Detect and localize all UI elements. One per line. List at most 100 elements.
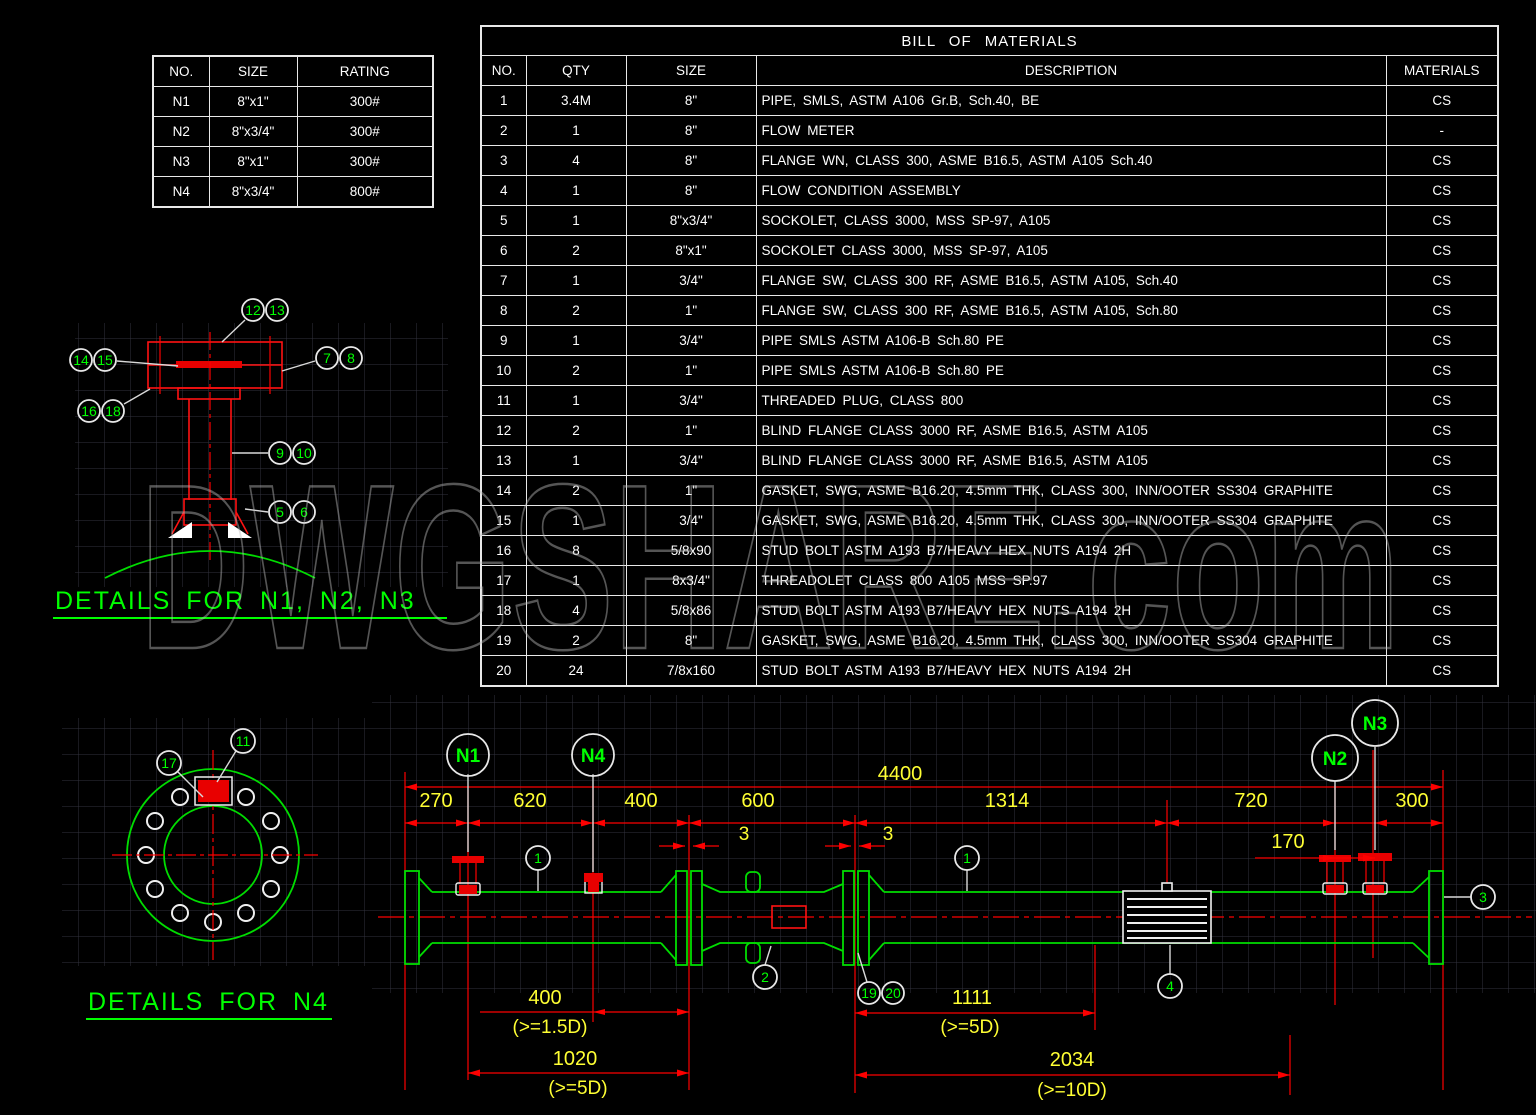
dim-gap2: 3 — [883, 824, 894, 845]
dim-overall: 4400 — [878, 763, 923, 785]
leader — [216, 750, 237, 783]
right-wn-flange — [1428, 870, 1444, 965]
callout-bubble — [101, 399, 125, 423]
callout-bubble — [292, 441, 316, 465]
item-size: 3/4" — [625, 445, 757, 476]
item-bubble-19 — [857, 981, 881, 1005]
item-qty: 1 — [525, 385, 627, 416]
callout-bubble — [292, 500, 316, 524]
callout-bubble — [268, 500, 292, 524]
callout-label: 6 — [300, 504, 308, 520]
nozzle-tag-n1 — [446, 733, 490, 777]
callout-bubble — [339, 346, 363, 370]
callout-label: 10 — [296, 445, 312, 461]
nozzle-no: N3 — [152, 146, 210, 177]
col-materials: MATERIALS — [1385, 55, 1499, 86]
nozzle-tag-n4 — [571, 733, 615, 777]
item-no: 4 — [480, 175, 527, 206]
nozzle-rating: 800# — [296, 176, 434, 208]
leader — [221, 319, 246, 343]
item-label: 4 — [1166, 978, 1174, 994]
item-material: CS — [1385, 655, 1499, 687]
nozzle-rating: 300# — [296, 86, 434, 117]
callout-label: 7 — [323, 350, 331, 366]
nozzle-rating: 300# — [296, 146, 434, 177]
nozzle-n1-valve — [452, 856, 484, 896]
item-bubble-1b — [954, 845, 980, 871]
item-material: CS — [1385, 445, 1499, 476]
callout-label: 18 — [105, 403, 121, 419]
callout-bubble — [156, 750, 182, 776]
item-size: 8" — [625, 625, 757, 656]
item-size: 1" — [625, 415, 757, 446]
callout-label: 9 — [276, 445, 284, 461]
callout-label: 13 — [269, 302, 285, 318]
weld-symbol — [168, 522, 192, 538]
callout-bubble — [241, 298, 265, 322]
callout-bubble — [315, 346, 339, 370]
item-bubble-2 — [752, 964, 778, 990]
item-no: 2 — [480, 115, 527, 146]
gasket-band — [176, 361, 242, 368]
dim-2034: 2034 — [1050, 1049, 1095, 1071]
item-description: STUD BOLT ASTM A193 B7/HEAVY HEX NUTS A1… — [755, 655, 1387, 687]
item-label: 3 — [1479, 889, 1487, 905]
callout-label: 17 — [161, 755, 177, 771]
item-description: THREADED PLUG, CLASS 800 — [755, 385, 1387, 416]
item-qty: 2 — [525, 355, 627, 386]
col-no: NO. — [480, 55, 527, 86]
sockolet-flare — [235, 511, 249, 535]
grid-n4 — [62, 718, 392, 966]
item-no: 20 — [480, 655, 527, 687]
col-qty: QTY — [525, 55, 627, 86]
meter-tap — [745, 942, 761, 964]
callout-label: 14 — [73, 352, 89, 368]
callout-label: 5 — [276, 504, 284, 520]
dim-720: 720 — [1234, 790, 1267, 812]
dim-600: 600 — [741, 790, 774, 812]
dim-270: 270 — [419, 790, 452, 812]
item-size: 5/8x90 — [625, 535, 757, 566]
callout-bubble — [69, 348, 93, 372]
nozzle-size: 8"x3/4" — [208, 176, 298, 208]
item-qty: 4 — [525, 145, 627, 176]
item-label: 20 — [885, 985, 901, 1001]
callout-bubble — [265, 298, 289, 322]
item-size: 3/4" — [625, 385, 757, 416]
nozzle-tag-n3 — [1351, 699, 1399, 747]
item-label: 1 — [534, 850, 542, 866]
item-size: 3/4" — [625, 265, 757, 296]
grid-n123 — [75, 323, 448, 587]
item-bubble-4 — [1157, 973, 1183, 999]
item-size: 7/8x160 — [625, 655, 757, 687]
callout-bubble — [77, 399, 101, 423]
leader — [116, 360, 179, 367]
meter-flange — [842, 870, 855, 966]
dim-400: 400 — [624, 790, 657, 812]
callout-bubble — [93, 348, 117, 372]
item-label: 19 — [861, 985, 877, 1001]
item-label: 2 — [761, 969, 769, 985]
item-qty: 1 — [525, 205, 627, 236]
item-description: GASKET, SWG, ASME B16.20, 4.5mm THK, CLA… — [755, 505, 1387, 536]
flow-conditioner — [1122, 882, 1212, 944]
bom-title: BILL OF MATERIALS — [480, 25, 1499, 56]
item-size: 8" — [625, 115, 757, 146]
item-label: 1 — [963, 850, 971, 866]
item-material: CS — [1385, 325, 1499, 356]
item-qty: 4 — [525, 595, 627, 626]
item-material: CS — [1385, 625, 1499, 656]
meter-flange — [690, 870, 703, 966]
dim-1020: 1020 — [553, 1048, 598, 1070]
